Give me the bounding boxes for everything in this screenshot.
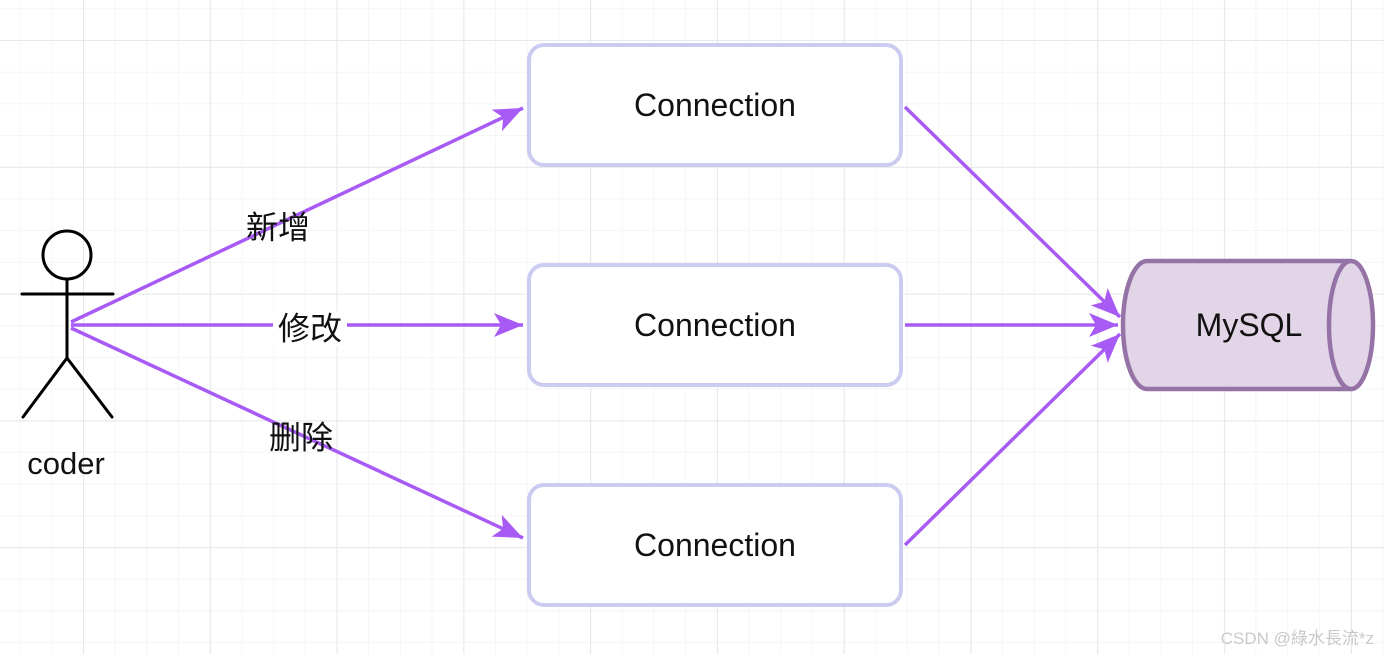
database-cylinder-rim xyxy=(1326,258,1352,392)
actor-left-leg xyxy=(21,356,69,419)
actor-label: coder xyxy=(27,446,105,481)
edge-label-delete: 删除 xyxy=(268,419,334,456)
connection-node-3: Connection xyxy=(527,483,903,607)
edge-label-modify: 修改 xyxy=(272,311,348,347)
edge-connection1-db-arrow xyxy=(903,105,1122,319)
edge-delete-arrow xyxy=(70,326,524,540)
edge-label-add: 新增 xyxy=(245,209,311,246)
watermark-text: CSDN @綠水長流*z xyxy=(1220,629,1374,648)
actor-right-leg xyxy=(65,356,114,419)
connection-node-1-label: Connection xyxy=(634,86,796,123)
connection-node-1: Connection xyxy=(527,43,903,167)
edge-connection3-db-arrow xyxy=(903,332,1122,547)
connection-node-2-label: Connection xyxy=(634,306,796,343)
actor-figure-icon xyxy=(20,229,115,419)
actor-head xyxy=(41,229,93,281)
database-cylinder xyxy=(1120,258,1376,392)
connection-node-2: Connection xyxy=(527,263,903,387)
database-label: MySQL xyxy=(1195,307,1303,343)
connection-node-3-label: Connection xyxy=(634,526,796,563)
edge-add-arrow xyxy=(70,106,524,324)
